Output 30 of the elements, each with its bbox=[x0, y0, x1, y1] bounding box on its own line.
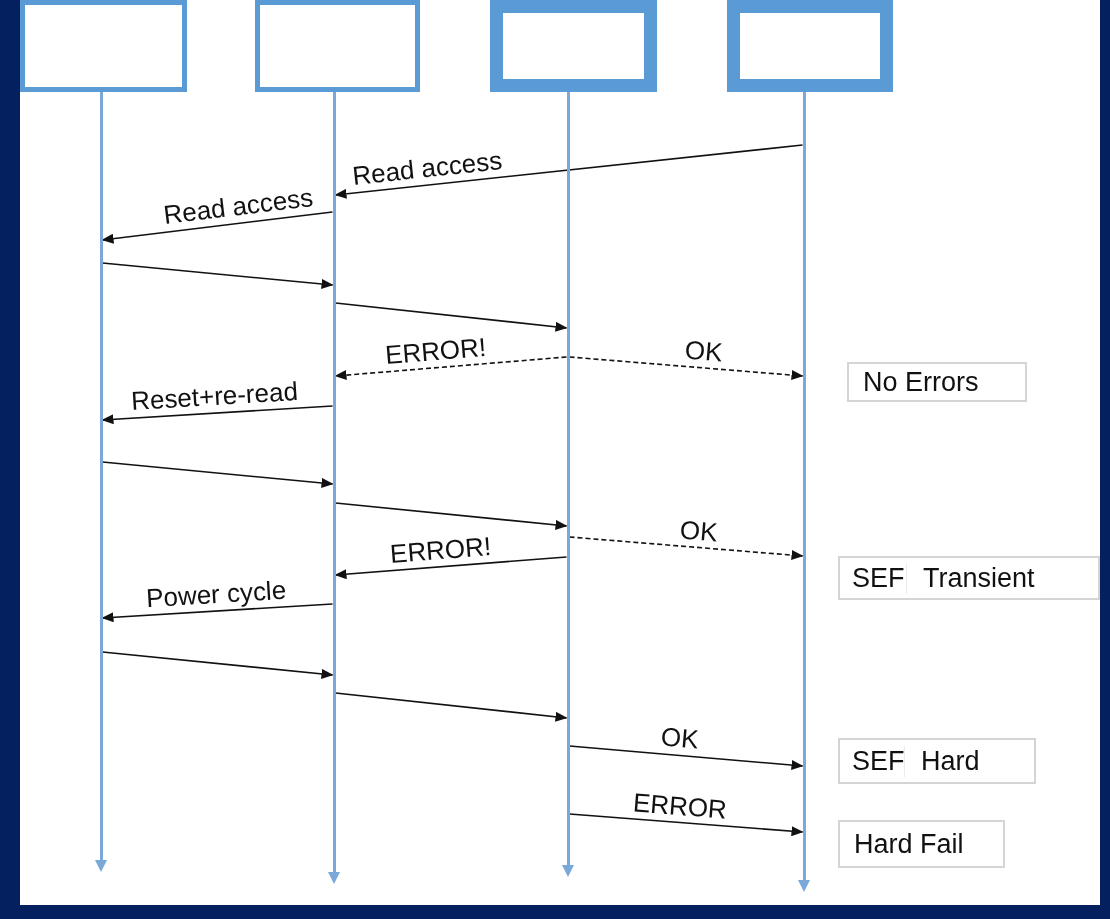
participant-box bbox=[727, 0, 893, 92]
message-arrow bbox=[334, 502, 568, 530]
message-arrow bbox=[568, 813, 804, 837]
result-box bbox=[838, 738, 1036, 784]
message-arrow bbox=[334, 556, 568, 580]
message-arrow bbox=[101, 603, 334, 623]
message-arrow bbox=[568, 745, 804, 771]
message-arrow bbox=[334, 692, 568, 722]
message-arrow bbox=[334, 356, 568, 381]
message-arrow bbox=[568, 536, 804, 561]
result-text: SEF bbox=[840, 562, 907, 594]
result-text: Hard bbox=[920, 745, 980, 777]
result-box bbox=[847, 362, 1027, 402]
result-text: Transient bbox=[922, 562, 1035, 594]
result-box bbox=[838, 820, 1005, 868]
result-text: No Errors bbox=[862, 366, 979, 398]
result-text: SEF bbox=[840, 745, 905, 777]
message-arrow bbox=[334, 144, 804, 199]
message-arrow bbox=[101, 405, 334, 425]
participant-box bbox=[255, 0, 420, 92]
participant-box bbox=[490, 0, 657, 92]
message-arrow bbox=[568, 356, 804, 381]
result-box bbox=[838, 556, 1100, 600]
participant-box bbox=[20, 0, 187, 92]
message-arrow bbox=[101, 211, 334, 244]
message-arrow bbox=[334, 302, 568, 332]
message-arrow bbox=[101, 651, 334, 679]
message-arrow bbox=[101, 262, 334, 289]
result-text: Hard Fail bbox=[853, 828, 964, 860]
message-arrow bbox=[101, 461, 334, 488]
